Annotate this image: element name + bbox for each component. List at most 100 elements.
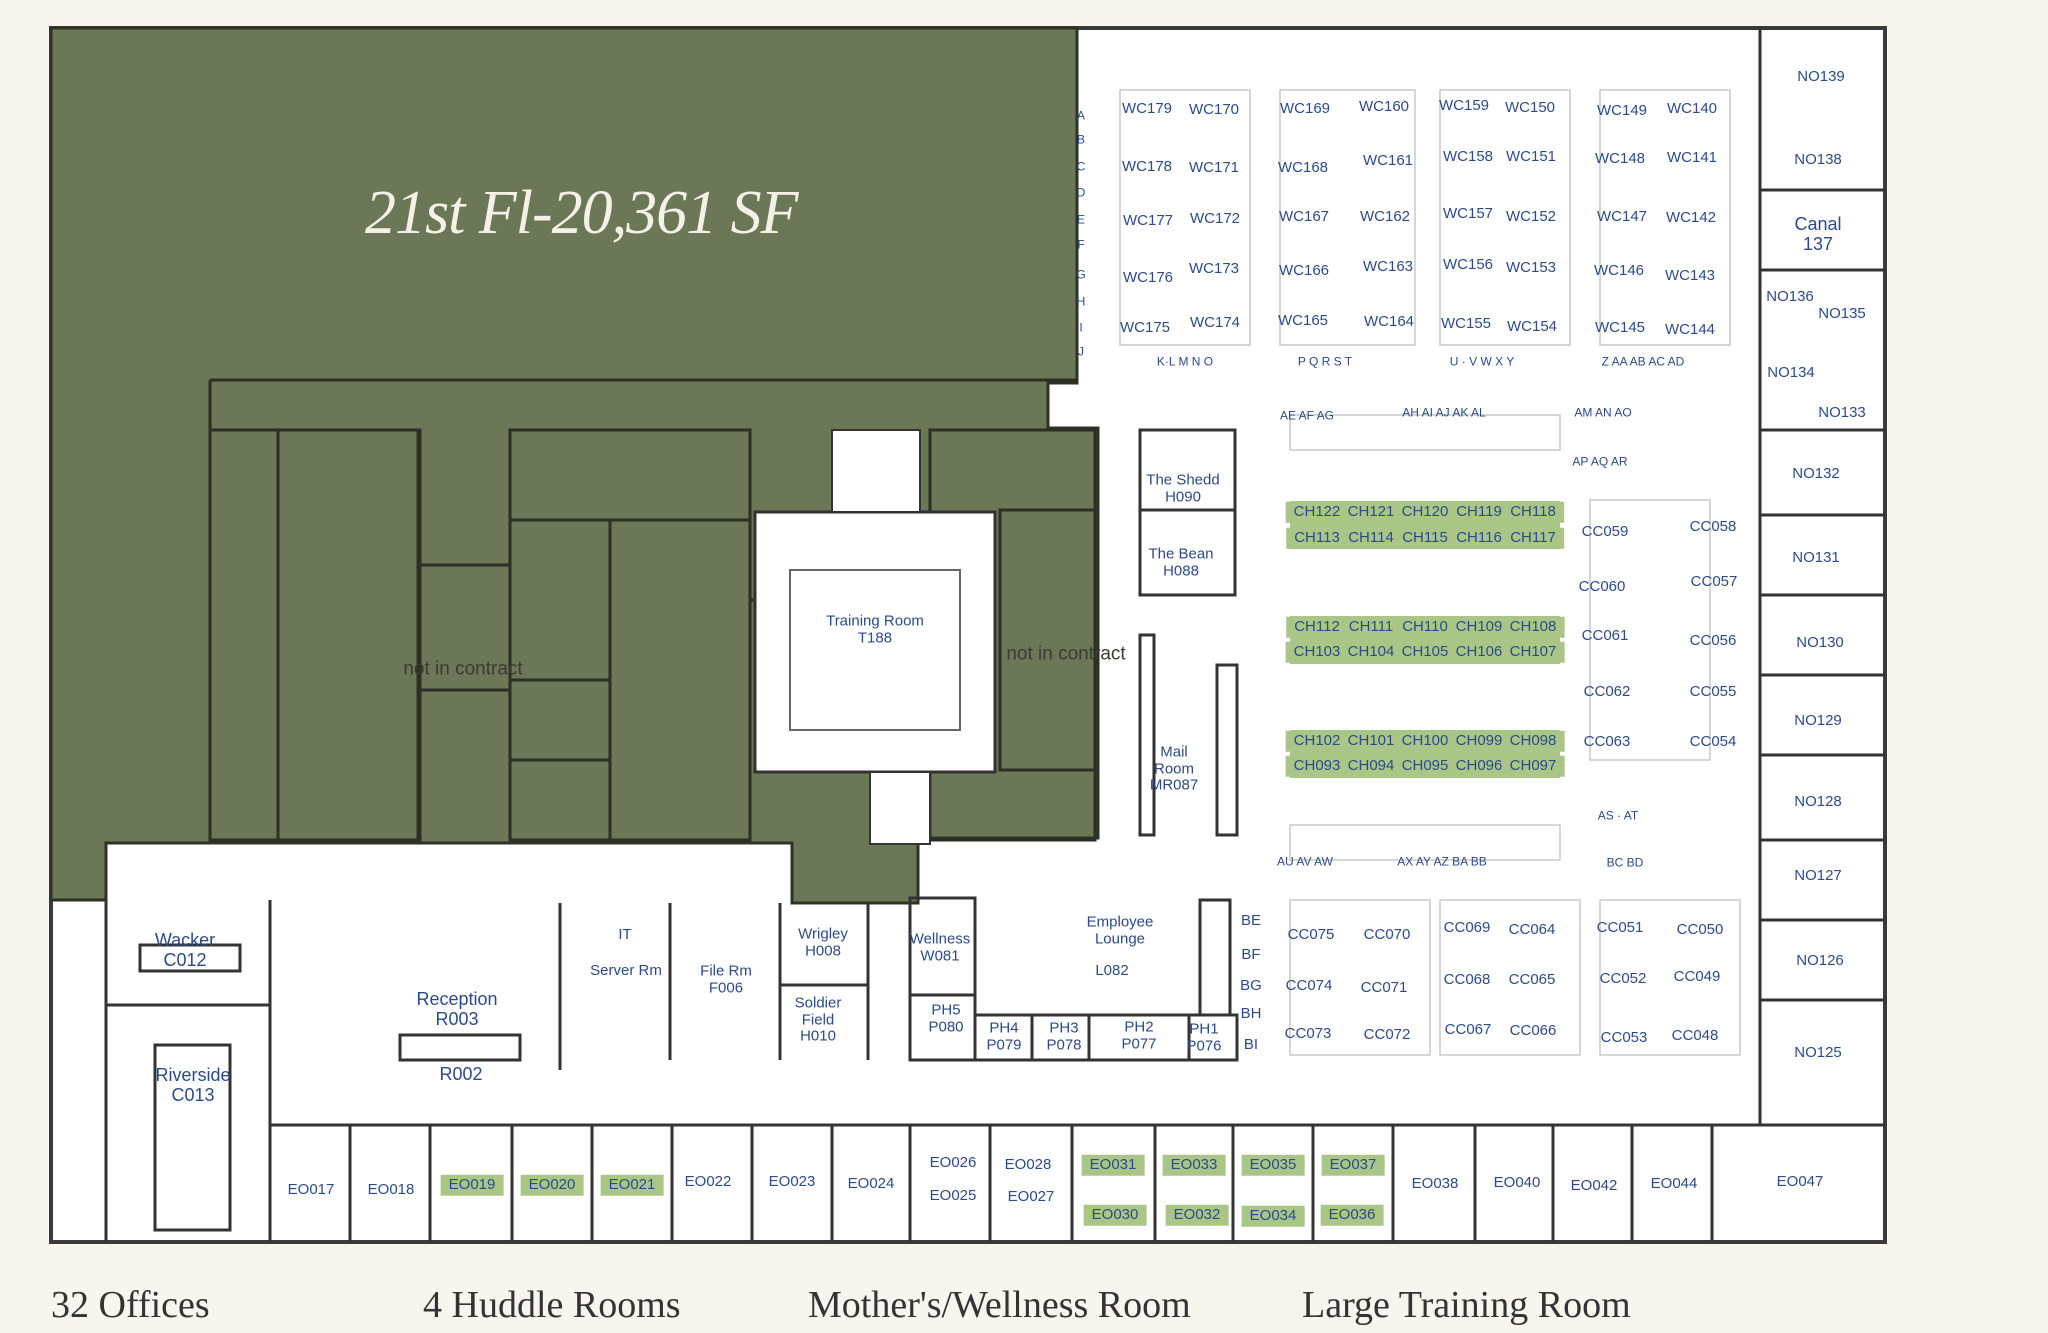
space-cc049[interactable]: CC049 <box>1673 967 1721 985</box>
space-no138[interactable]: NO138 <box>1794 150 1842 168</box>
space-no127[interactable]: NO127 <box>1794 866 1842 884</box>
space-ch119[interactable]: CH119 <box>1448 501 1510 523</box>
space-wc150[interactable]: WC150 <box>1504 98 1556 116</box>
room-server[interactable]: Server Rm <box>590 961 662 979</box>
room-it[interactable]: IT <box>618 925 632 943</box>
space-ch095[interactable]: CH095 <box>1393 755 1457 777</box>
space-ch099[interactable]: CH099 <box>1447 730 1511 752</box>
space-ch111[interactable]: CH111 <box>1340 616 1402 638</box>
space-ch096[interactable]: CH096 <box>1447 755 1511 777</box>
space-eo037[interactable]: EO037 <box>1321 1154 1385 1176</box>
space-no128[interactable]: NO128 <box>1794 792 1842 810</box>
space-wc168[interactable]: WC168 <box>1277 158 1329 176</box>
room-ph1[interactable]: PH1 P076 <box>1186 1020 1222 1054</box>
space-eo036[interactable]: EO036 <box>1320 1204 1384 1226</box>
space-eo020[interactable]: EO020 <box>520 1174 584 1196</box>
space-wc148[interactable]: WC148 <box>1594 149 1646 167</box>
room-training[interactable]: Training Room T188 <box>826 612 924 646</box>
space-ch115[interactable]: CH115 <box>1394 527 1456 549</box>
room-wacker[interactable]: Wacker C012 <box>154 930 216 970</box>
space-no135[interactable]: NO135 <box>1818 304 1866 322</box>
space-wc140[interactable]: WC140 <box>1666 99 1718 117</box>
space-ch108[interactable]: CH108 <box>1501 616 1565 638</box>
space-cc050[interactable]: CC050 <box>1676 920 1724 938</box>
space-cc056[interactable]: CC056 <box>1689 631 1737 649</box>
room-ph5[interactable]: PH5 P080 <box>928 1001 964 1035</box>
space-wc173[interactable]: WC173 <box>1188 259 1240 277</box>
space-wc179[interactable]: WC179 <box>1121 99 1173 117</box>
space-eo023[interactable]: EO023 <box>768 1172 816 1190</box>
space-ch104[interactable]: CH104 <box>1339 641 1403 663</box>
space-no136[interactable]: NO136 <box>1766 287 1814 305</box>
space-no134[interactable]: NO134 <box>1767 363 1815 381</box>
space-ch113[interactable]: CH113 <box>1286 527 1348 549</box>
room-ph3[interactable]: PH3 P078 <box>1046 1019 1082 1053</box>
space-cc062[interactable]: CC062 <box>1583 682 1631 700</box>
space-wc160[interactable]: WC160 <box>1358 97 1410 115</box>
space-wc170[interactable]: WC170 <box>1188 100 1240 118</box>
room-the-shedd[interactable]: The Shedd H090 <box>1146 471 1220 505</box>
space-eo024[interactable]: EO024 <box>847 1174 895 1192</box>
space-ch105[interactable]: CH105 <box>1393 641 1457 663</box>
space-eo017[interactable]: EO017 <box>287 1180 335 1198</box>
space-eo044[interactable]: EO044 <box>1650 1174 1698 1192</box>
space-bg[interactable]: BG <box>1240 976 1262 994</box>
space-no131[interactable]: NO131 <box>1792 548 1840 566</box>
space-no139[interactable]: NO139 <box>1797 67 1845 85</box>
space-ch102[interactable]: CH102 <box>1285 730 1349 752</box>
space-cc065[interactable]: CC065 <box>1508 970 1556 988</box>
space-eo030[interactable]: EO030 <box>1083 1204 1147 1226</box>
space-no130[interactable]: NO130 <box>1796 633 1844 651</box>
space-no132[interactable]: NO132 <box>1792 464 1840 482</box>
space-cc070[interactable]: CC070 <box>1363 925 1411 943</box>
space-wc164[interactable]: WC164 <box>1363 312 1415 330</box>
space-wc176[interactable]: WC176 <box>1122 268 1174 286</box>
space-wc151[interactable]: WC151 <box>1505 147 1557 165</box>
space-cc067[interactable]: CC067 <box>1444 1020 1492 1038</box>
space-wc141[interactable]: WC141 <box>1666 148 1718 166</box>
space-cc066[interactable]: CC066 <box>1509 1021 1557 1039</box>
space-cc064[interactable]: CC064 <box>1508 920 1556 938</box>
space-no133[interactable]: NO133 <box>1818 403 1866 421</box>
space-eo040[interactable]: EO040 <box>1493 1173 1541 1191</box>
space-no125[interactable]: NO125 <box>1794 1043 1842 1061</box>
space-wc165[interactable]: WC165 <box>1277 311 1329 329</box>
space-ch107[interactable]: CH107 <box>1501 641 1565 663</box>
space-ch101[interactable]: CH101 <box>1339 730 1403 752</box>
space-eo032[interactable]: EO032 <box>1165 1204 1229 1226</box>
space-wc157[interactable]: WC157 <box>1442 204 1494 222</box>
room-canal[interactable]: Canal 137 <box>1794 214 1842 254</box>
space-wc146[interactable]: WC146 <box>1593 261 1645 279</box>
space-wc152[interactable]: WC152 <box>1505 207 1557 225</box>
space-cc075[interactable]: CC075 <box>1287 925 1335 943</box>
space-wc158[interactable]: WC158 <box>1442 147 1494 165</box>
space-wc163[interactable]: WC163 <box>1362 257 1414 275</box>
space-wc159[interactable]: WC159 <box>1438 96 1490 114</box>
space-wc167[interactable]: WC167 <box>1278 207 1330 225</box>
space-ch110[interactable]: CH110 <box>1394 616 1456 638</box>
space-wc162[interactable]: WC162 <box>1359 207 1411 225</box>
space-wc174[interactable]: WC174 <box>1189 313 1241 331</box>
room-reception[interactable]: Reception R003 <box>416 989 498 1029</box>
space-ch121[interactable]: CH121 <box>1339 501 1403 523</box>
space-wc142[interactable]: WC142 <box>1665 208 1717 226</box>
space-cc072[interactable]: CC072 <box>1363 1025 1411 1043</box>
room-wellness[interactable]: Wellness W081 <box>909 930 971 964</box>
space-eo033[interactable]: EO033 <box>1162 1154 1226 1176</box>
space-ch116[interactable]: CH116 <box>1448 527 1510 549</box>
space-eo021[interactable]: EO021 <box>600 1174 664 1196</box>
space-eo027[interactable]: EO027 <box>1007 1187 1055 1205</box>
space-cc069[interactable]: CC069 <box>1443 918 1491 936</box>
space-wc153[interactable]: WC153 <box>1505 258 1557 276</box>
space-ch106[interactable]: CH106 <box>1447 641 1511 663</box>
room-wrigley[interactable]: Wrigley H008 <box>798 925 848 959</box>
space-eo019[interactable]: EO019 <box>440 1174 504 1196</box>
room-mail[interactable]: Mail Room MR087 <box>1149 743 1199 794</box>
space-eo031[interactable]: EO031 <box>1081 1154 1145 1176</box>
room-file[interactable]: File Rm F006 <box>700 962 752 996</box>
room-ph4[interactable]: PH4 P079 <box>986 1019 1022 1053</box>
space-eo022[interactable]: EO022 <box>684 1172 732 1190</box>
space-no129[interactable]: NO129 <box>1794 711 1842 729</box>
space-wc178[interactable]: WC178 <box>1121 157 1173 175</box>
space-cc063[interactable]: CC063 <box>1583 732 1631 750</box>
